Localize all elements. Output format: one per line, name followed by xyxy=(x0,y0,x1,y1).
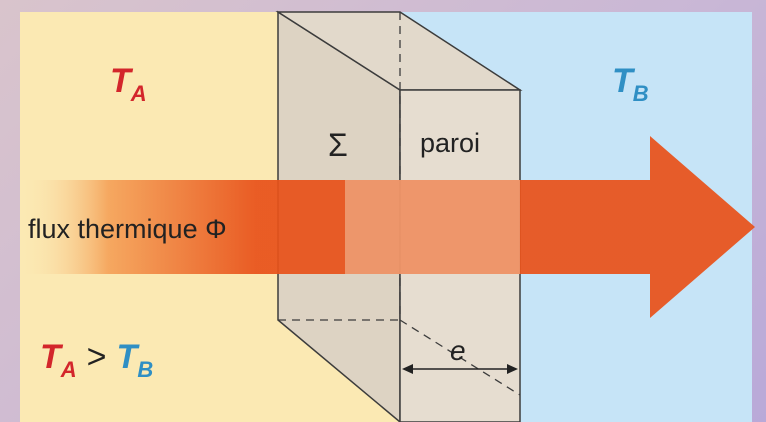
thickness-arrowhead-left xyxy=(402,364,413,374)
temperature-relation: TA>TB xyxy=(40,338,153,382)
thickness-label: e xyxy=(450,335,466,366)
wall-label: paroi xyxy=(420,128,480,158)
sigma-label: Σ xyxy=(328,127,348,163)
flux-label: flux thermique Φ xyxy=(28,214,227,244)
wall-hidden-edge-diagonal xyxy=(399,319,521,396)
thickness-arrowhead-right xyxy=(507,364,518,374)
temperature-b-label: TB xyxy=(612,62,649,106)
temperature-a-label: TA xyxy=(110,62,147,106)
flux-through-wall xyxy=(345,180,520,274)
